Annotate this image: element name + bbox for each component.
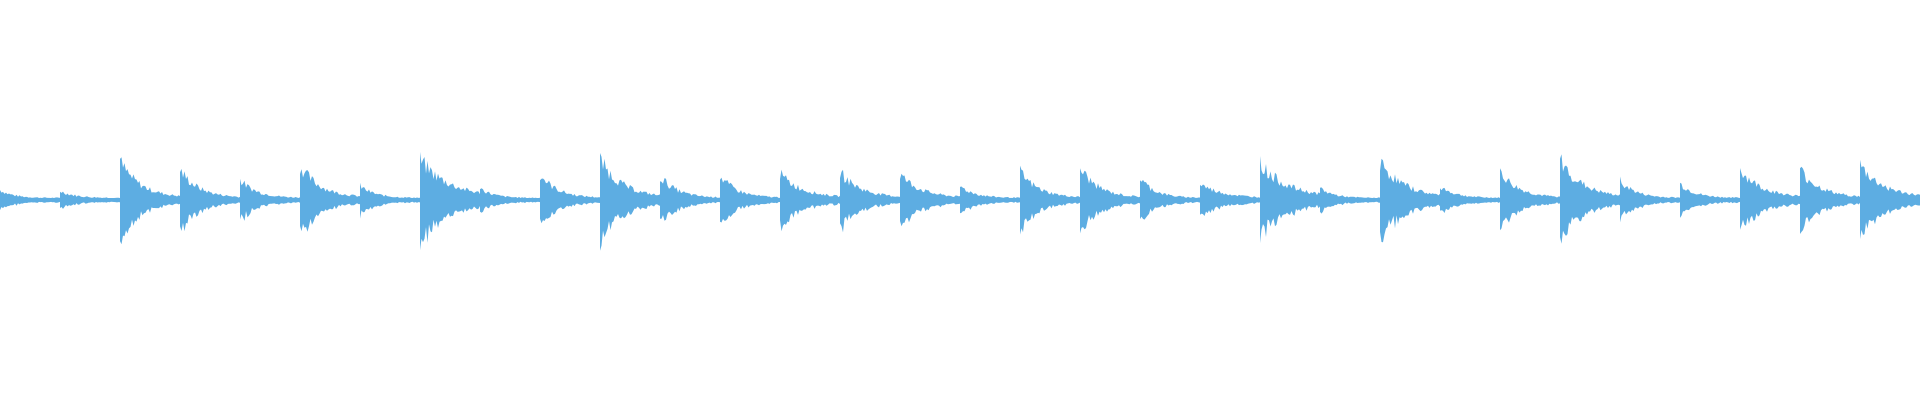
waveform-segment (840, 169, 900, 233)
waveform-segment (180, 168, 240, 232)
waveform-segment (660, 178, 720, 221)
waveform-segment (1020, 165, 1080, 235)
waveform-segment (360, 182, 420, 219)
waveform-segment (900, 173, 960, 227)
waveform-segment (60, 191, 120, 209)
waveform-segment (1140, 179, 1200, 220)
waveform-segment (1620, 176, 1680, 223)
waveform-segment (1740, 168, 1800, 230)
waveform-segment (1380, 158, 1440, 243)
waveform-segment (720, 177, 780, 223)
waveform-segment (0, 190, 60, 211)
waveform-segment (1860, 159, 1920, 240)
waveform-segment (300, 169, 360, 232)
waveform-segment (1260, 156, 1320, 244)
waveform-segment (1200, 184, 1260, 216)
waveform-segment (120, 157, 180, 245)
waveform-segment (780, 169, 840, 232)
waveform-segment (480, 188, 540, 213)
waveform-segment (540, 178, 600, 224)
waveform-segment (1440, 187, 1500, 213)
waveform-segment (1080, 168, 1140, 234)
waveform-segment (1800, 166, 1860, 234)
waveform-segment (240, 178, 300, 221)
waveform-segment (420, 151, 480, 251)
waveform-segment (1500, 168, 1560, 231)
waveform-segment (1680, 182, 1740, 218)
waveform-segment (600, 153, 660, 251)
waveform-segment (960, 186, 1020, 214)
waveform-segment (1560, 154, 1620, 244)
waveform-segment (1320, 187, 1380, 214)
